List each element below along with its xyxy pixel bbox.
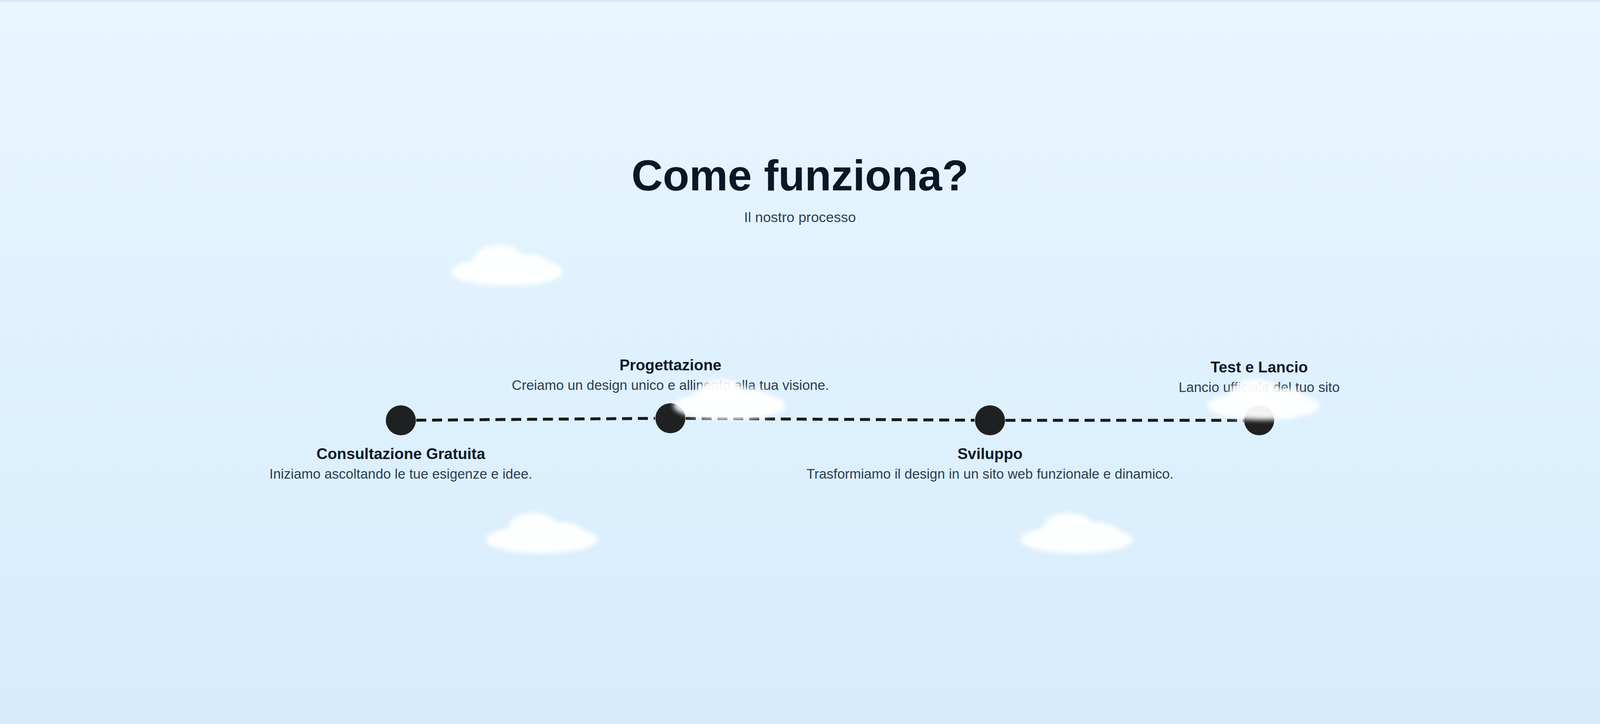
cloud bbox=[1020, 512, 1133, 554]
circle-marker bbox=[1244, 405, 1275, 436]
step-text: Test e LancioLancio ufficiale del tuo si… bbox=[1178, 357, 1340, 398]
step-text: ProgettazioneCreiamo un design unico e a… bbox=[511, 355, 829, 396]
step-text: Consultazione GratuitaIniziamo ascoltand… bbox=[269, 444, 533, 485]
step-text: SviluppoTrasformiamo il design in un sit… bbox=[806, 444, 1174, 485]
diagram-title: Come funziona? bbox=[0, 150, 1600, 201]
dashed-connector bbox=[416, 418, 655, 420]
dashed-connector bbox=[685, 418, 975, 421]
step-description: Creiamo un design unico e allineato alla… bbox=[511, 375, 829, 396]
top-shadow bbox=[0, 0, 1600, 4]
step-circle bbox=[655, 402, 686, 434]
step-node: ProgettazioneCreiamo un design unico e a… bbox=[655, 402, 686, 434]
step-description: Lancio ufficiale del tuo sito bbox=[1178, 377, 1340, 398]
step-description: Iniziamo ascoltando le tue esigenze e id… bbox=[269, 464, 533, 485]
circle-marker bbox=[975, 405, 1005, 436]
subtitle: Il nostro processo bbox=[0, 209, 1600, 226]
cloud bbox=[450, 245, 564, 286]
step-node: Test e LancioLancio ufficiale del tuo si… bbox=[1243, 405, 1275, 436]
step-node: Consultazione GratuitaIniziamo ascoltand… bbox=[385, 405, 417, 436]
cloud bbox=[485, 512, 598, 554]
circle-marker bbox=[655, 403, 686, 434]
step-circle bbox=[1243, 405, 1275, 436]
step-heading: Consultazione Gratuita bbox=[269, 444, 533, 465]
step-node: SviluppoTrasformiamo il design in un sit… bbox=[974, 405, 1006, 436]
step-heading: Test e Lancio bbox=[1178, 357, 1340, 378]
step-circle bbox=[974, 405, 1006, 436]
step-heading: Sviluppo bbox=[806, 444, 1174, 465]
step-heading: Progettazione bbox=[511, 355, 829, 376]
dashed-connector bbox=[1005, 419, 1244, 423]
step-description: Trasformiamo il design in un sito web fu… bbox=[806, 464, 1174, 485]
circle-marker bbox=[385, 405, 416, 436]
step-circle bbox=[385, 405, 417, 436]
